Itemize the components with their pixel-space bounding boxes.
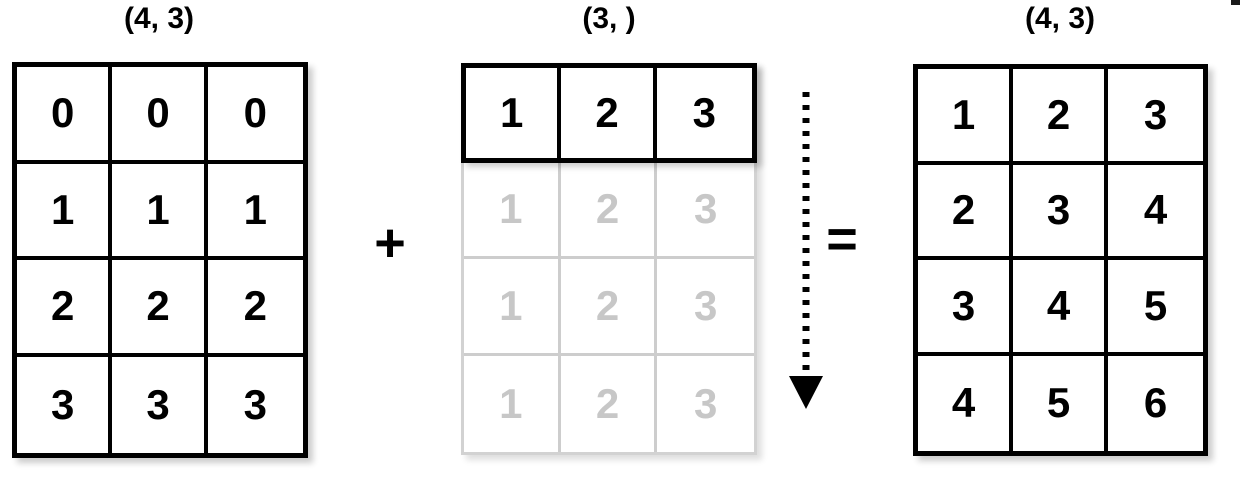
matrix-cell: 3	[918, 260, 1013, 356]
ghost-matrix-cell: 2	[560, 259, 658, 356]
broadcast-arrow-icon	[789, 92, 823, 409]
matrix-cell: 1	[466, 68, 562, 158]
result-matrix: 1 2 3 2 3 4 3 4 5 4 5 6	[913, 64, 1208, 456]
matrix-cell: 1	[207, 163, 303, 260]
matrix-cell: 0	[207, 67, 303, 164]
matrix-cell: 4	[1013, 260, 1108, 356]
middle-matrix-group: 1 2 3 1 2 3 1 2 3 1 2 3	[461, 63, 757, 455]
ghost-matrix-cell: 3	[657, 259, 754, 356]
result-matrix-shape-label: (4, 3)	[1024, 2, 1096, 35]
equals-operator: =	[826, 209, 858, 269]
middle-matrix-row-vector: 1 2 3	[461, 63, 757, 163]
ghost-matrix-cell: 3	[657, 162, 754, 259]
left-matrix: 0 0 0 1 1 1 2 2 2 3 3 3	[12, 62, 308, 458]
ghost-matrix-cell: 2	[560, 162, 658, 259]
matrix-cell: 5	[1108, 260, 1203, 356]
matrix-cell: 2	[17, 260, 113, 357]
matrix-cell: 4	[918, 355, 1013, 451]
matrix-cell: 2	[1013, 69, 1108, 165]
matrix-cell: 1	[918, 69, 1013, 165]
matrix-cell: 4	[1108, 164, 1203, 260]
matrix-cell: 1	[17, 163, 113, 260]
plus-operator: +	[374, 213, 406, 273]
matrix-cell: 5	[1013, 355, 1108, 451]
matrix-cell: 3	[1013, 164, 1108, 260]
ghost-matrix-cell: 1	[464, 355, 561, 452]
matrix-cell: 3	[1108, 69, 1203, 165]
ghost-matrix-cell: 1	[464, 259, 561, 356]
matrix-cell: 3	[17, 356, 113, 453]
ghost-matrix-cell: 3	[657, 355, 754, 452]
left-matrix-shape-label: (4, 3)	[123, 2, 195, 35]
middle-matrix-shape-label: (3, )	[582, 2, 636, 35]
matrix-cell: 1	[112, 163, 208, 260]
matrix-cell: 3	[112, 356, 208, 453]
matrix-cell: 3	[207, 356, 303, 453]
matrix-cell: 0	[112, 67, 208, 164]
matrix-cell: 2	[561, 68, 657, 158]
matrix-cell: 2	[918, 164, 1013, 260]
matrix-cell: 3	[656, 68, 752, 158]
ghost-matrix-cell: 2	[560, 355, 658, 452]
matrix-cell: 6	[1108, 355, 1203, 451]
matrix-cell: 2	[207, 260, 303, 357]
ghost-matrix-cell: 1	[464, 162, 561, 259]
corner-artifact-mark	[1231, 0, 1240, 5]
matrix-cell: 0	[17, 67, 113, 164]
matrix-cell: 2	[112, 260, 208, 357]
